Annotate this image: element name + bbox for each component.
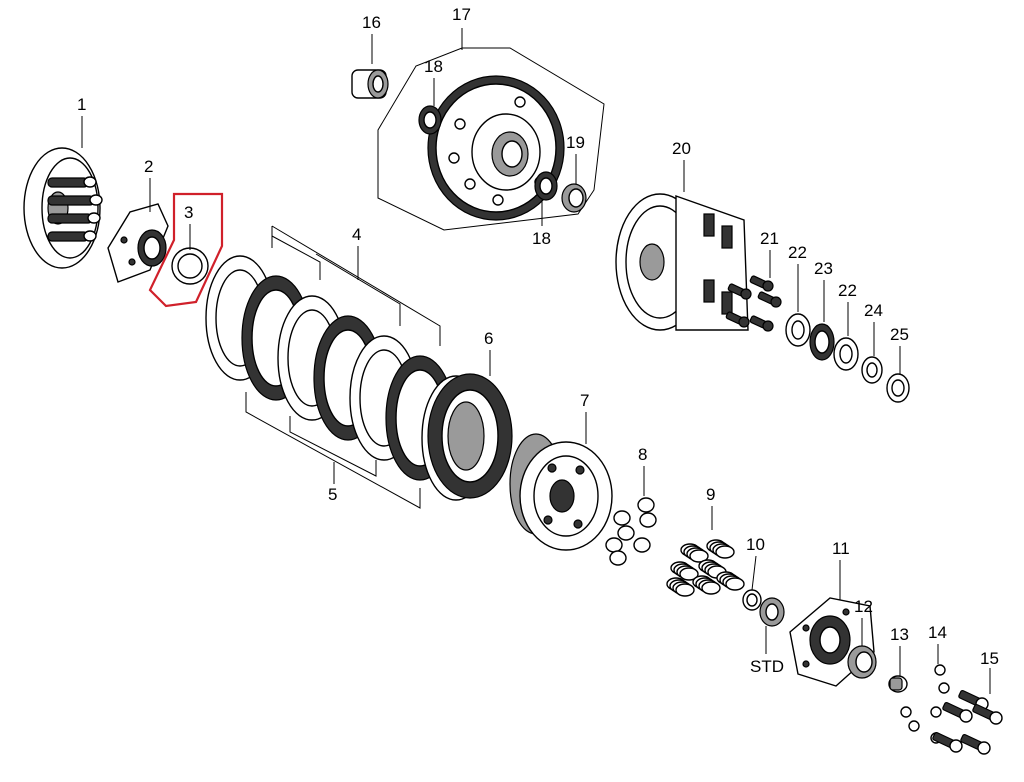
label-7: 7 bbox=[580, 391, 589, 410]
bolt-head bbox=[949, 739, 963, 753]
label-14: 14 bbox=[928, 623, 947, 642]
label-16: 16 bbox=[362, 13, 381, 32]
part-std-nut[interactable] bbox=[759, 597, 785, 627]
spring-coil bbox=[675, 583, 695, 597]
part-15-bolts[interactable] bbox=[932, 689, 1003, 755]
part-22-washer-a[interactable] bbox=[785, 313, 811, 347]
label-19: 19 bbox=[566, 133, 585, 152]
spring-coil bbox=[701, 581, 721, 595]
spring-coil bbox=[725, 577, 745, 591]
bolt-head bbox=[770, 296, 782, 308]
label-24: 24 bbox=[864, 301, 883, 320]
label-18-lower: 18 bbox=[532, 229, 551, 248]
part-10-washer[interactable] bbox=[742, 589, 762, 611]
part-20-clutch-housing[interactable] bbox=[615, 193, 749, 331]
label-20: 20 bbox=[672, 139, 691, 158]
label-22-b: 22 bbox=[838, 281, 857, 300]
label-11: 11 bbox=[832, 539, 850, 558]
label-13: 13 bbox=[890, 625, 909, 644]
leader-5-bracket bbox=[245, 392, 421, 509]
part-19-bushing[interactable] bbox=[561, 183, 587, 213]
part-18-seal-upper[interactable] bbox=[418, 105, 442, 135]
label-4: 4 bbox=[352, 225, 361, 244]
label-18-upper: 18 bbox=[424, 57, 443, 76]
label-2: 2 bbox=[144, 157, 153, 176]
part-25-circlip[interactable] bbox=[886, 373, 910, 403]
label-6: 6 bbox=[484, 329, 493, 348]
label-3: 3 bbox=[184, 203, 193, 222]
label-10: 10 bbox=[746, 535, 765, 554]
spring-coil bbox=[679, 567, 699, 581]
part-17-primary-gear-group[interactable] bbox=[377, 47, 605, 231]
part-13-lifter-piece[interactable] bbox=[888, 675, 908, 693]
label-25: 25 bbox=[890, 325, 909, 344]
label-15: 15 bbox=[980, 649, 999, 668]
part-24-washer[interactable] bbox=[861, 356, 883, 384]
label-std: STD bbox=[750, 657, 784, 676]
part-16-bushing[interactable] bbox=[351, 69, 389, 99]
label-21: 21 bbox=[760, 229, 779, 248]
bolt-head bbox=[740, 288, 752, 300]
part-3-washer[interactable] bbox=[171, 247, 209, 285]
label-23: 23 bbox=[814, 259, 833, 278]
leader-4-bracket bbox=[271, 225, 441, 346]
bolt-head bbox=[738, 316, 750, 328]
spring-coil bbox=[689, 549, 709, 563]
part-8-orings[interactable] bbox=[605, 497, 657, 566]
part-labels: 1 2 3 4 5 6 7 8 9 10 11 12 13 14 15 16 1… bbox=[77, 5, 999, 676]
part-12-bearing[interactable] bbox=[847, 645, 877, 679]
bolt-head bbox=[989, 711, 1003, 725]
label-8: 8 bbox=[638, 445, 647, 464]
label-17: 17 bbox=[452, 5, 471, 24]
label-22-a: 22 bbox=[788, 243, 807, 262]
leader-10 bbox=[751, 555, 757, 591]
bolt-head bbox=[762, 280, 774, 292]
label-9: 9 bbox=[706, 485, 715, 504]
part-6-friction-plate[interactable] bbox=[427, 373, 513, 499]
part-1-pressure-plate[interactable] bbox=[23, 147, 103, 269]
bolt-head bbox=[762, 320, 774, 332]
bolt-head bbox=[959, 709, 973, 723]
part-2-lifter-plate[interactable] bbox=[107, 203, 169, 283]
label-5: 5 bbox=[328, 485, 337, 504]
bolt-head bbox=[977, 741, 991, 755]
part-14-washers[interactable] bbox=[900, 664, 950, 744]
part-18-seal-lower[interactable] bbox=[534, 171, 558, 201]
part-22-washer-b[interactable] bbox=[833, 337, 859, 371]
spring-coil bbox=[715, 545, 735, 559]
label-12: 12 bbox=[854, 597, 873, 616]
part-9-springs[interactable] bbox=[666, 539, 745, 597]
part-21-bolts[interactable] bbox=[725, 275, 782, 332]
part-23-needle-bearing[interactable] bbox=[809, 323, 835, 361]
label-1: 1 bbox=[77, 95, 86, 114]
highlight-outline bbox=[148, 192, 224, 308]
part-7-clutch-center[interactable] bbox=[509, 433, 613, 551]
